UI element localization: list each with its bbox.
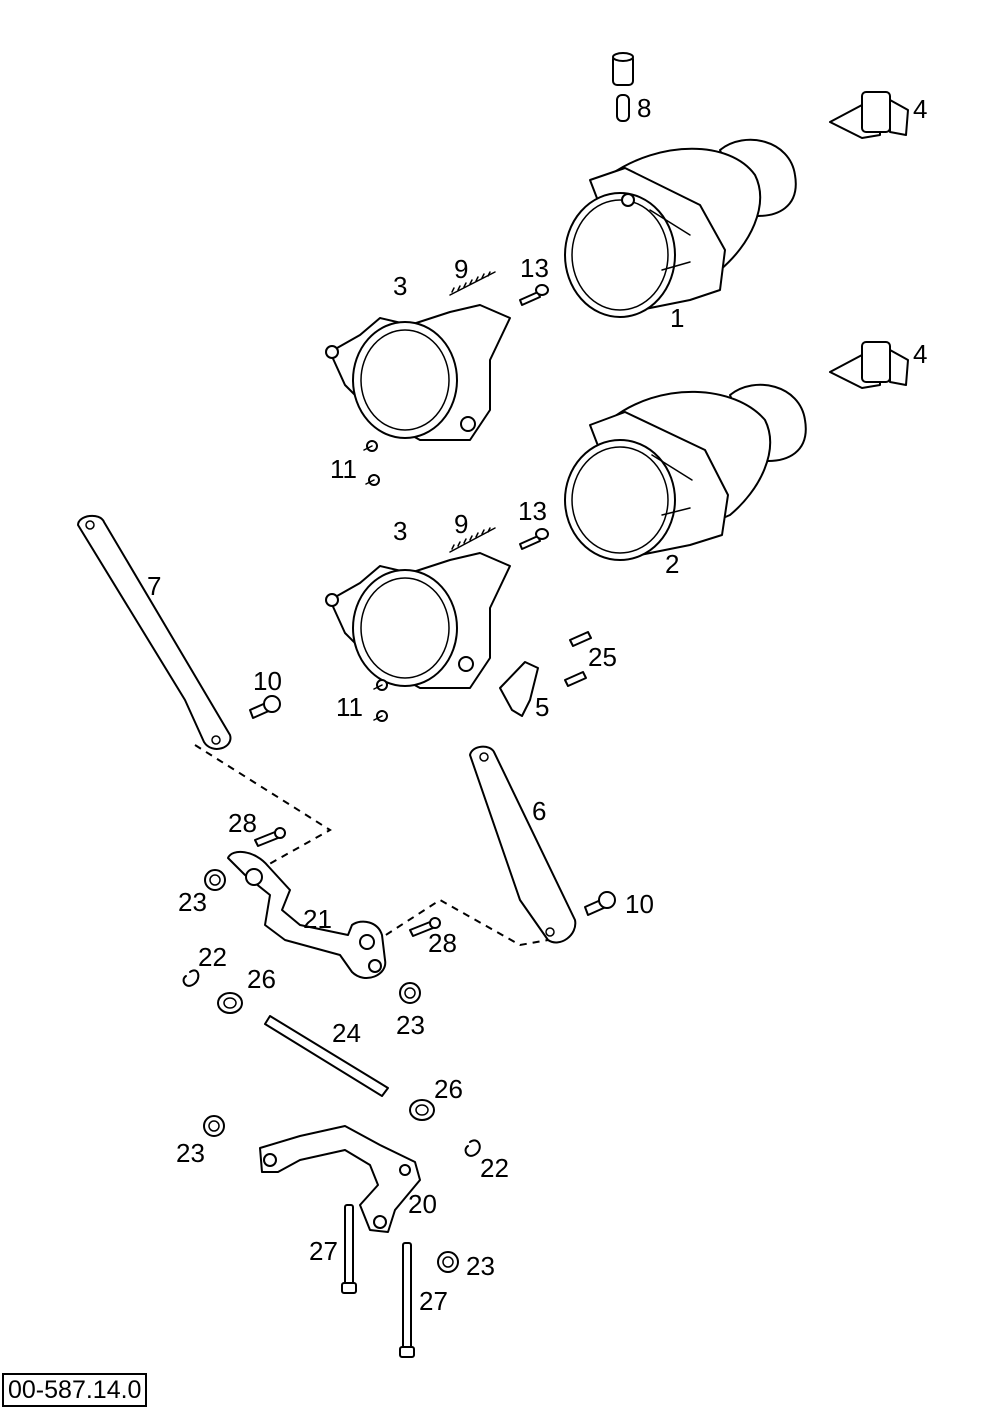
strut-6-hole-top bbox=[479, 752, 489, 762]
callout-9-upper: 9 bbox=[454, 254, 468, 284]
bolt-10-right bbox=[584, 891, 616, 916]
callout-7: 7 bbox=[147, 571, 161, 601]
bulb-upper bbox=[829, 91, 909, 139]
callout-27-left: 27 bbox=[309, 1236, 338, 1266]
bracket-21 bbox=[227, 850, 387, 979]
callout-3-lower: 3 bbox=[393, 516, 407, 546]
bracket-20 bbox=[259, 1125, 421, 1233]
callout-20: 20 bbox=[408, 1189, 437, 1219]
callout-13-lower: 13 bbox=[518, 496, 547, 526]
callout-23-a: 23 bbox=[178, 887, 207, 917]
small-bulb bbox=[612, 52, 634, 122]
strut-6 bbox=[469, 745, 577, 944]
callout-4-upper: 4 bbox=[913, 94, 927, 124]
strut-7-hole-bottom bbox=[211, 735, 221, 745]
callout-23-d: 23 bbox=[466, 1251, 495, 1281]
spring-upper bbox=[449, 271, 496, 296]
assembly-line-right bbox=[374, 898, 549, 947]
diagram-code: 00-587.14.0 bbox=[2, 1373, 148, 1407]
screw-13-upper bbox=[519, 284, 549, 306]
callout-21: 21 bbox=[303, 904, 332, 934]
callout-6: 6 bbox=[532, 796, 546, 826]
headlight-lower bbox=[564, 383, 807, 561]
screws-11-lower bbox=[373, 679, 388, 722]
bracket-5 bbox=[499, 661, 539, 717]
callout-22-upper: 22 bbox=[198, 942, 227, 972]
mount-ring-upper bbox=[325, 304, 511, 441]
strut-6-hole-bottom bbox=[545, 927, 555, 937]
callout-4-lower: 4 bbox=[913, 339, 927, 369]
bulb-lower bbox=[829, 341, 909, 389]
bolt-27-right bbox=[399, 1242, 415, 1358]
callout-5: 5 bbox=[535, 692, 549, 722]
bushing-23-b bbox=[399, 982, 421, 1004]
callout-2: 2 bbox=[665, 549, 679, 579]
callout-9-lower: 9 bbox=[454, 509, 468, 539]
callout-26-upper: 26 bbox=[247, 964, 276, 994]
screw-13-lower bbox=[519, 528, 549, 550]
mount-ring-lower bbox=[325, 552, 511, 689]
callout-11-upper: 11 bbox=[330, 454, 357, 484]
bushing-23-a bbox=[204, 869, 226, 891]
callout-23-b: 23 bbox=[396, 1010, 425, 1040]
callout-24: 24 bbox=[332, 1018, 361, 1048]
callout-11-lower: 11 bbox=[336, 692, 363, 722]
assembly-line-left bbox=[194, 744, 332, 873]
callout-28-upper: 28 bbox=[228, 808, 257, 838]
callout-23-c: 23 bbox=[176, 1138, 205, 1168]
callout-25: 25 bbox=[588, 642, 617, 672]
strut-7 bbox=[77, 514, 232, 750]
screws-25 bbox=[564, 631, 592, 687]
bushing-23-c bbox=[203, 1115, 225, 1137]
callout-3-upper: 3 bbox=[393, 271, 407, 301]
bolt-10-left bbox=[249, 695, 281, 719]
screw-28-lower bbox=[409, 917, 441, 937]
clip-22-upper bbox=[182, 969, 200, 987]
bushing-23-d bbox=[437, 1251, 459, 1273]
strut-7-hole-top bbox=[85, 520, 95, 530]
callout-26-lower: 26 bbox=[434, 1074, 463, 1104]
callout-28-lower: 28 bbox=[428, 928, 457, 958]
washer-26-lower bbox=[409, 1099, 435, 1121]
callout-8: 8 bbox=[637, 93, 651, 123]
callout-22-lower: 22 bbox=[480, 1153, 509, 1183]
screws-11-upper bbox=[363, 440, 380, 486]
callout-13-upper: 13 bbox=[520, 253, 549, 283]
clip-22-lower bbox=[464, 1139, 481, 1157]
callout-10-left: 10 bbox=[253, 666, 282, 696]
callout-10-right: 10 bbox=[625, 889, 654, 919]
screw-28-upper bbox=[254, 827, 286, 847]
washer-26-upper bbox=[217, 992, 243, 1014]
callout-1: 1 bbox=[670, 303, 684, 333]
headlight-upper bbox=[564, 138, 797, 318]
spring-lower bbox=[449, 527, 496, 553]
bolt-27-left bbox=[341, 1204, 357, 1294]
axle-24 bbox=[264, 1015, 389, 1097]
callout-27-right: 27 bbox=[419, 1286, 448, 1316]
